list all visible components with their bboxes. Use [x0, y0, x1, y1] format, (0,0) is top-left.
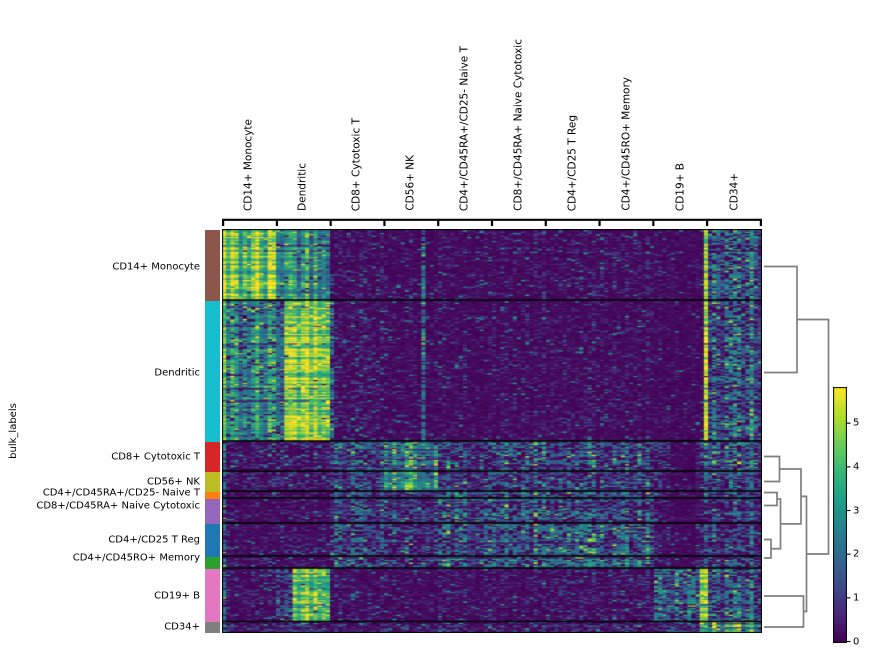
- y-axis-label: bulk_labels: [8, 403, 19, 459]
- column-group-label: CD19+ B: [674, 162, 687, 211]
- row-label: CD14+ Monocyte: [112, 260, 200, 272]
- dendrogram-link: [764, 265, 798, 374]
- colorbar-tick-label: 4: [853, 461, 860, 473]
- row-color-band: [205, 0, 220, 648]
- column-group-bracket: [222, 218, 762, 226]
- colorbar-tick-label: 0: [853, 636, 860, 647]
- row-label: CD4+/CD45RA+/CD25- Naive T: [42, 486, 200, 498]
- dendrogram-link: [764, 595, 805, 628]
- row-label: CD56+ NK: [146, 475, 200, 487]
- column-group-label: CD4+/CD45RA+/CD25- Naive T: [458, 45, 471, 211]
- column-group-label: CD4+/CD25 T Reg: [566, 114, 579, 211]
- column-group-label: CD8+ Cytotoxic T: [350, 117, 363, 211]
- row-label: Dendritic: [154, 366, 200, 378]
- row-label: CD19+ B: [154, 590, 200, 602]
- column-group-label: CD14+ Monocyte: [242, 118, 255, 211]
- row-color-swatch: [205, 498, 220, 524]
- row-color-swatch: [205, 556, 220, 569]
- colorbar-tick-label: 5: [853, 417, 860, 429]
- dendrogram-link: [764, 455, 781, 483]
- row-color-swatch: [205, 622, 220, 633]
- column-group-label: CD4+/CD45RO+ Memory: [620, 77, 633, 211]
- row-label: CD8+ Cytotoxic T: [111, 450, 200, 462]
- row-color-swatch: [205, 229, 220, 301]
- row-label: CD4+/CD45RO+ Memory: [72, 552, 200, 564]
- dendrogram-link: [801, 495, 808, 613]
- row-label: CD8+/CD45RA+ Naive Cytotoxic: [36, 499, 200, 511]
- row-label: CD4+/CD25 T Reg: [108, 533, 200, 545]
- row-color-swatch: [205, 300, 220, 442]
- colorbar-tick-label: 2: [853, 548, 860, 560]
- dendrogram-link: [764, 491, 778, 507]
- colorbar-tick-label: 3: [853, 505, 860, 517]
- row-color-swatch: [205, 523, 220, 557]
- row-color-swatch: [205, 491, 220, 499]
- colorbar-gradient: [833, 387, 847, 643]
- dendrogram-link: [797, 318, 830, 555]
- dendrogram-link: [779, 468, 802, 525]
- column-group-label: Dendritic: [296, 163, 309, 211]
- colorbar-tick-label: 1: [853, 592, 860, 604]
- heatmap-canvas: [222, 229, 762, 633]
- row-label: CD34+: [164, 621, 200, 633]
- row-color-swatch: [205, 441, 220, 472]
- dendrogram-link: [771, 498, 782, 550]
- column-group-label: CD8+/CD45RA+ Naive Cytotoxic: [512, 39, 525, 211]
- column-group-label: CD56+ NK: [404, 155, 417, 211]
- row-color-swatch: [205, 471, 220, 492]
- row-color-swatch: [205, 568, 220, 622]
- dendrogram-link: [764, 538, 772, 559]
- column-group-label: CD34+: [728, 173, 741, 211]
